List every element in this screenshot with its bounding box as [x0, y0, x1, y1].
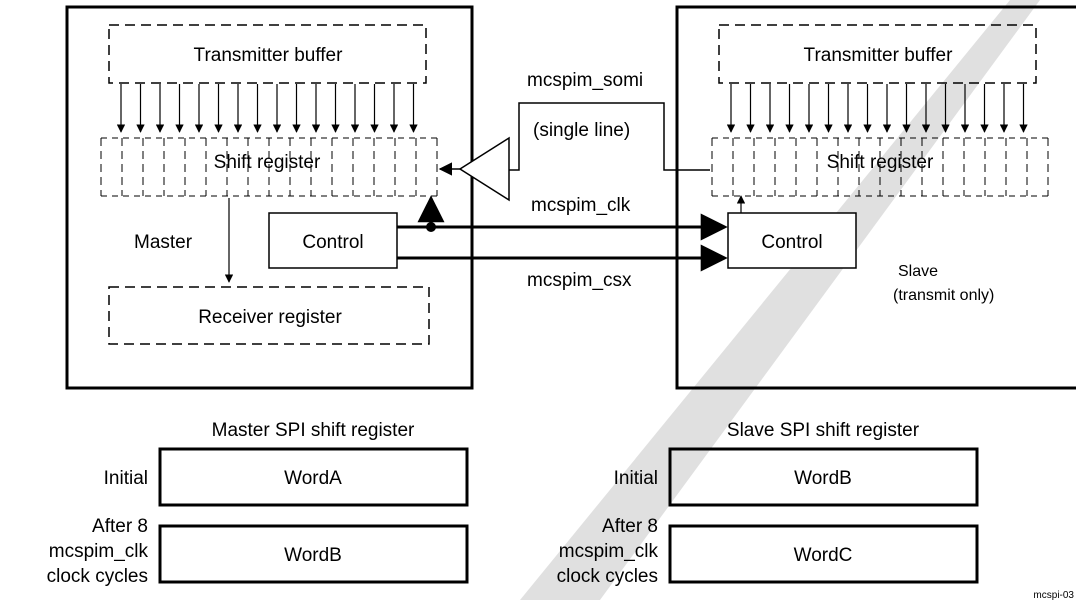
watermark	[520, 0, 1040, 600]
slave-shift-register	[711, 137, 1049, 197]
master-after-value: WordB	[284, 545, 342, 566]
master-initial-cell	[158, 447, 469, 507]
clk-label: mcspim_clk	[531, 195, 631, 216]
master-shift-register	[100, 137, 438, 197]
slave-after-cell	[668, 524, 979, 584]
master-block	[65, 5, 474, 390]
master-bit-arrows	[116, 84, 418, 133]
master-tx-buffer	[108, 24, 427, 84]
master-row2-label-line2: mcspim_clk	[49, 541, 149, 562]
slave-tx-buffer-label: Transmitter buffer	[804, 45, 954, 66]
slave-table-title: Slave SPI shift register	[727, 420, 920, 441]
master-label: Master	[134, 232, 193, 253]
slave-initial-value: WordB	[794, 468, 852, 489]
master-tx-buffer-label: Transmitter buffer	[194, 45, 344, 66]
master-rx-register	[108, 286, 430, 345]
slave-after-value: WordC	[794, 545, 853, 566]
master-rx-register-label: Receiver register	[198, 307, 342, 328]
single-line-label: (single line)	[533, 120, 630, 141]
slave-control-label: Control	[761, 232, 822, 253]
somi-label: mcspim_somi	[527, 70, 643, 91]
somi-line	[509, 102, 710, 171]
master-row2-label-line3: clock cycles	[47, 566, 148, 587]
master-row2-label-line1: After 8	[92, 516, 148, 537]
slave-bit-arrows	[726, 84, 1028, 133]
slave-control-box	[727, 212, 857, 269]
slave-row1-label: Initial	[614, 468, 658, 489]
slave-initial-cell	[668, 447, 979, 507]
slave-label-line2: (transmit only)	[893, 287, 994, 304]
slave-row2-label-line2: mcspim_clk	[559, 541, 659, 562]
slave-block	[675, 5, 1076, 390]
slave-shift-register-label: Shift register	[827, 152, 934, 173]
master-table-title: Master SPI shift register	[212, 420, 415, 441]
master-initial-value: WordA	[284, 468, 342, 489]
master-after-cell	[158, 524, 469, 584]
master-control-label: Control	[302, 232, 363, 253]
slave-label-line1: Slave	[898, 263, 938, 280]
somi-buffer-amplifier	[458, 136, 510, 202]
csx-label: mcspim_csx	[527, 270, 632, 291]
master-row1-label: Initial	[104, 468, 148, 489]
figure-id: mcspi-03	[1033, 590, 1074, 601]
slave-tx-buffer	[718, 24, 1037, 84]
master-shift-register-label: Shift register	[214, 152, 321, 173]
master-control-box	[268, 212, 398, 269]
slave-row2-label-line3: clock cycles	[557, 566, 658, 587]
slave-row2-label-line1: After 8	[602, 516, 658, 537]
